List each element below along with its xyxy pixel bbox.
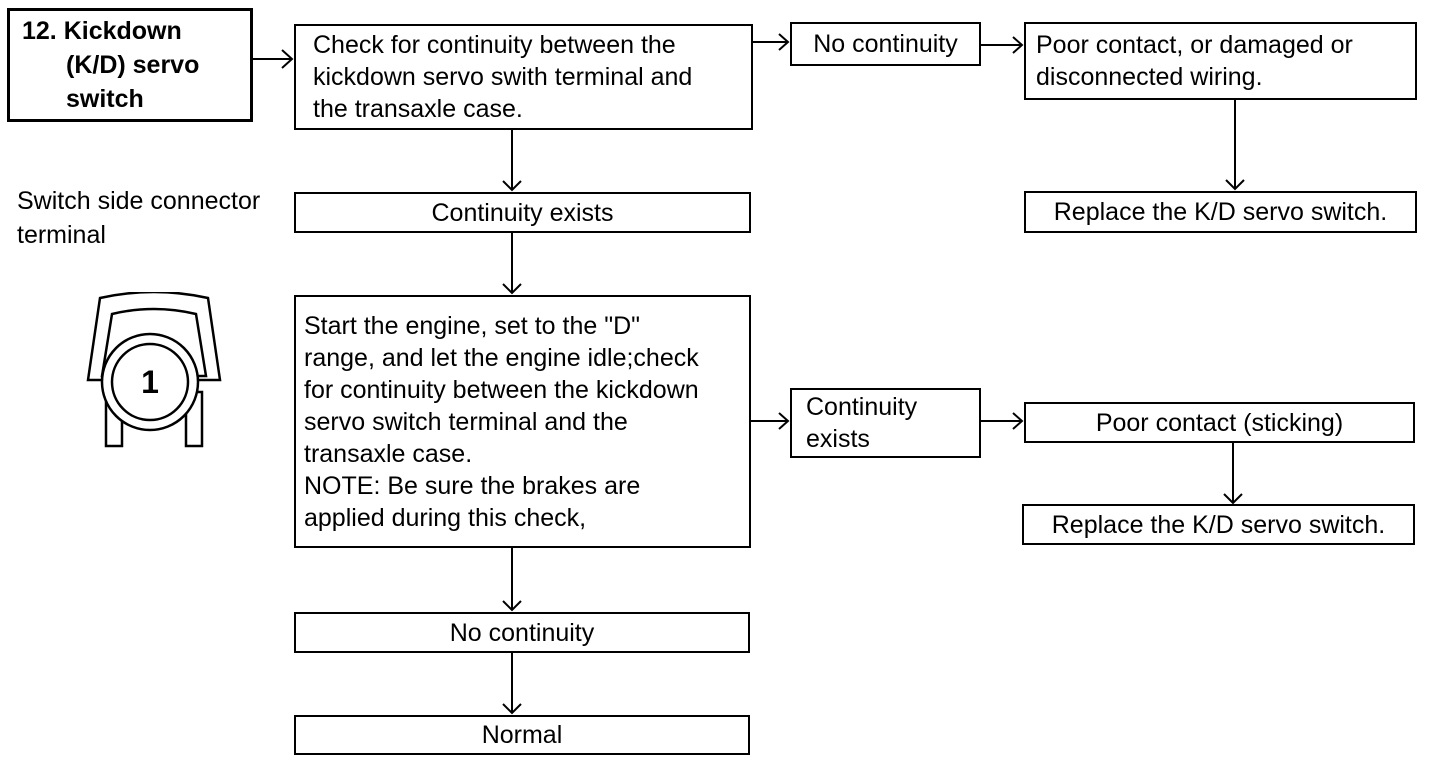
- title-line-1: 12. Kickdown: [22, 17, 182, 45]
- continuity-exists-2-line-1: Continuity: [806, 393, 918, 421]
- result-continuity-exists-1: Continuity exists: [294, 192, 751, 233]
- connector-terminal-icon: 1: [86, 292, 222, 448]
- result-no-continuity-2: No continuity: [294, 612, 750, 653]
- check2-line-4: servo switch terminal and the: [304, 407, 628, 436]
- replace-2-text: Replace the K/D servo switch.: [1051, 510, 1386, 539]
- no-continuity-2-text: No continuity: [449, 618, 595, 647]
- check2-line-5: transaxle case.: [304, 439, 473, 468]
- check1-line-3: the transaxle case.: [313, 95, 523, 123]
- continuity-exists-1-text: Continuity exists: [431, 198, 614, 227]
- check1-line-2: kickdown servo swith terminal and: [313, 63, 693, 91]
- replace-switch-box-1: Replace the K/D servo switch.: [1024, 191, 1417, 233]
- result-normal: Normal: [294, 715, 750, 755]
- replace-1-text: Replace the K/D servo switch.: [1053, 198, 1388, 226]
- continuity-exists-2-line-2: exists: [806, 425, 870, 453]
- check2-line-1: Start the engine, set to the "D": [304, 311, 640, 340]
- poor-contact-2-text: Poor contact (sticking): [1095, 408, 1344, 437]
- normal-text: Normal: [481, 721, 563, 749]
- connector-pin-number: 1: [141, 364, 159, 400]
- check2-line-6: NOTE: Be sure the brakes are: [304, 471, 641, 500]
- connector-label-line-2: terminal: [17, 221, 106, 249]
- title-line-2: (K/D) servo: [66, 51, 200, 79]
- connector-label-line-1: Switch side connector: [17, 187, 261, 215]
- check2-line-2: range, and let the engine idle;check: [304, 343, 699, 372]
- poor-contact-1-line-2: disconnected wiring.: [1036, 63, 1263, 91]
- result-continuity-exists-2: Continuity exists: [790, 388, 981, 458]
- connector-label: Switch side connector terminal: [17, 184, 260, 252]
- check2-line-3: for continuity between the kickdown: [304, 375, 699, 404]
- check1-line-1: Check for continuity between the: [313, 31, 676, 59]
- result-no-continuity-1-text: No continuity: [813, 30, 958, 58]
- engine-idle-check-step: Start the engine, set to the "D" range, …: [294, 295, 751, 548]
- check2-line-7: applied during this check,: [304, 503, 587, 532]
- title-line-3: switch: [66, 85, 144, 113]
- poor-contact-1-line-1: Poor contact, or damaged or: [1036, 31, 1353, 59]
- poor-contact-sticking-box: Poor contact (sticking): [1024, 402, 1415, 443]
- section-title: 12. Kickdown (K/D) servo switch: [7, 8, 253, 122]
- poor-contact-wiring-box: Poor contact, or damaged or disconnected…: [1024, 22, 1417, 100]
- check-continuity-step: Check for continuity between the kickdow…: [294, 24, 753, 130]
- result-no-continuity-1: No continuity: [790, 22, 981, 66]
- replace-switch-box-2: Replace the K/D servo switch.: [1022, 504, 1415, 545]
